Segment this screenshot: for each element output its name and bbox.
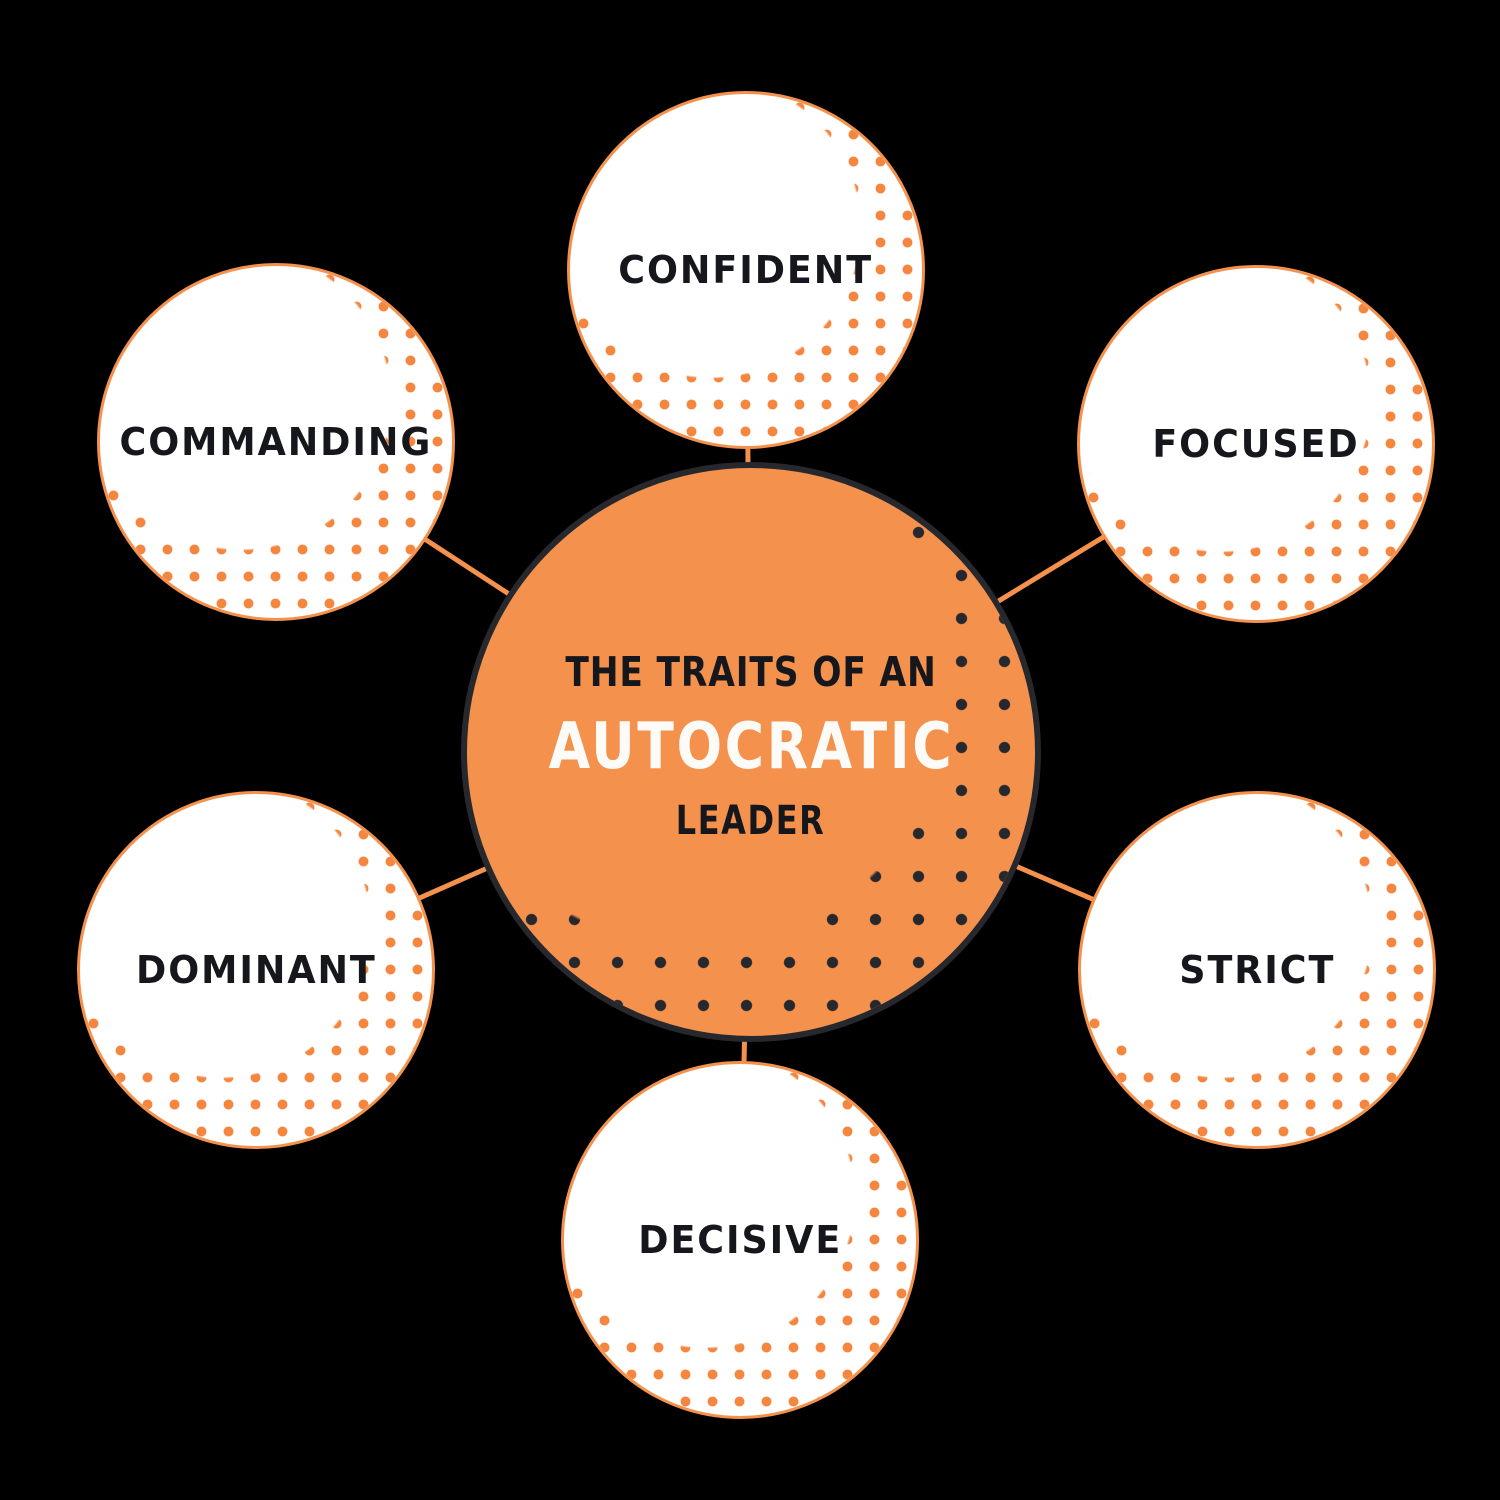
center-title-line3: LEADER <box>676 798 826 844</box>
dot-pattern <box>1080 268 1432 620</box>
dot-pattern <box>570 94 922 446</box>
center-dot-pattern <box>467 468 1035 1036</box>
trait-circle-confident: CONFIDENT <box>567 91 925 449</box>
trait-circle-focused: FOCUSED <box>1077 265 1435 623</box>
trait-label-strict: STRICT <box>1179 948 1335 992</box>
trait-label-commanding: COMMANDING <box>119 420 433 464</box>
dot-pattern <box>564 1064 916 1416</box>
dot-pattern <box>100 266 452 618</box>
trait-label-decisive: DECISIVE <box>638 1218 842 1262</box>
dot-pattern <box>80 794 432 1146</box>
center-title-line1: THE TRAITS OF AN <box>565 648 937 696</box>
center-title-line2: AUTOCRATIC <box>548 710 954 784</box>
trait-circle-commanding: COMMANDING <box>97 263 455 621</box>
trait-label-confident: CONFIDENT <box>618 248 874 292</box>
trait-label-dominant: DOMINANT <box>135 948 377 992</box>
center-title: THE TRAITS OF AN AUTOCRATIC LEADER <box>510 648 993 844</box>
trait-circle-decisive: DECISIVE <box>561 1061 919 1419</box>
trait-label-focused: FOCUSED <box>1152 422 1360 466</box>
dot-pattern <box>1081 794 1433 1146</box>
trait-circle-strict: STRICT <box>1078 791 1436 1149</box>
center-circle: THE TRAITS OF AN AUTOCRATIC LEADER <box>461 462 1041 1042</box>
trait-circle-dominant: DOMINANT <box>77 791 435 1149</box>
